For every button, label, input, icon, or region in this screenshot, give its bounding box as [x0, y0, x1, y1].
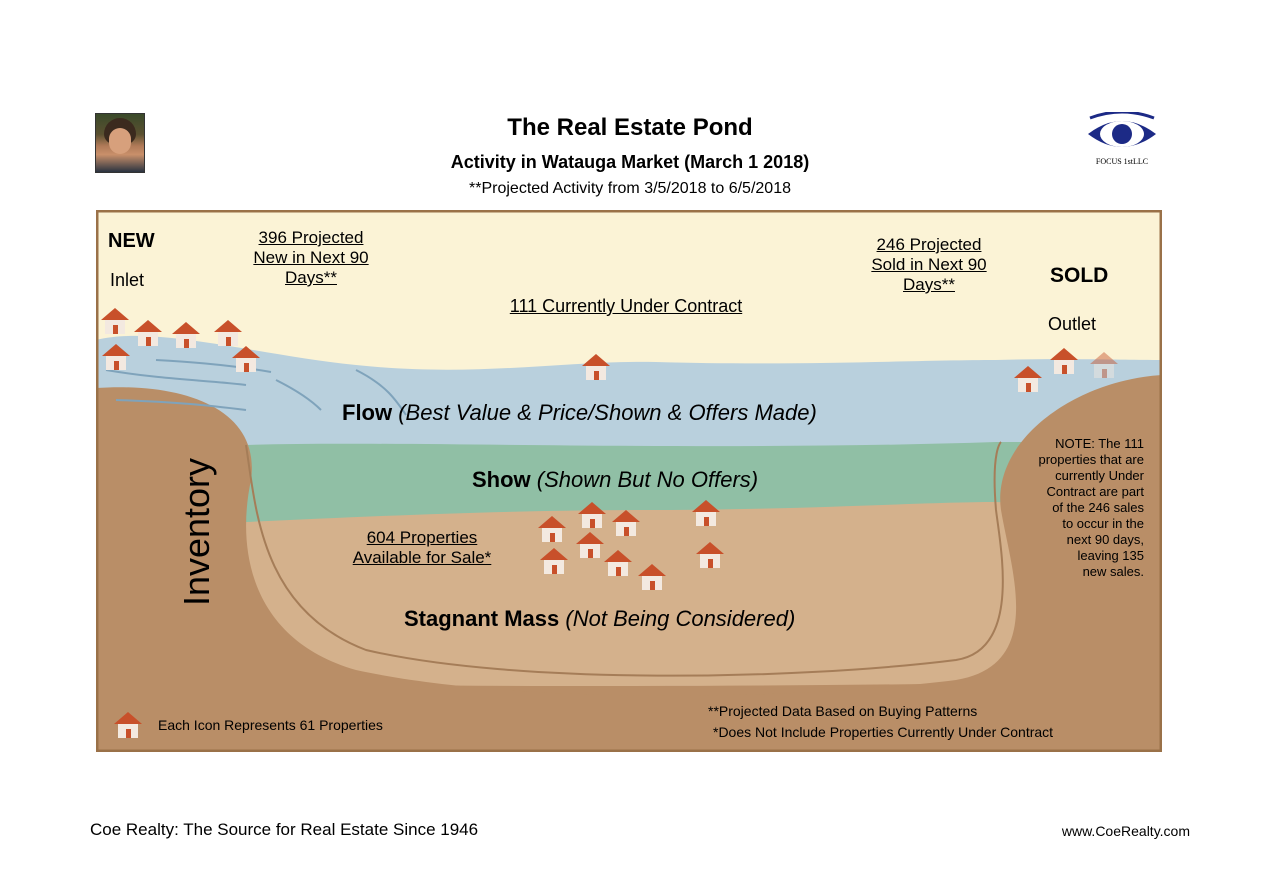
- projected-new-line1: 396 Projected: [258, 228, 364, 247]
- note-line: of the 246 sales: [1052, 500, 1144, 515]
- available-line2: Available for Sale*: [352, 548, 492, 567]
- note-line: currently Under: [1055, 468, 1144, 483]
- note-line: leaving 135: [1077, 548, 1145, 563]
- projected-new-line3: Days**: [285, 268, 337, 287]
- footnote-under-contract: *Does Not Include Properties Currently U…: [713, 724, 1054, 740]
- projected-sold-line3: Days**: [903, 275, 955, 294]
- note-line: NOTE: The 111: [1055, 436, 1144, 451]
- note-line: Contract are part: [1046, 484, 1144, 499]
- under-contract-note: NOTE: The 111 properties that are curren…: [996, 436, 1144, 580]
- stagnant-layer-label: Stagnant Mass (Not Being Considered): [404, 606, 795, 632]
- footnote-projected: **Projected Data Based on Buying Pattern…: [708, 703, 978, 719]
- logo-text: FOCUS 1stLLC: [1095, 157, 1149, 166]
- projected-sold-line1: 246 Projected: [876, 235, 982, 254]
- projected-new-line2: New in Next 90: [253, 248, 369, 267]
- footer-website: www.CoeRealty.com: [1061, 823, 1190, 839]
- note-line: new sales.: [1082, 564, 1144, 579]
- projected-new-text: 396 Projected New in Next 90 Days**: [236, 228, 386, 288]
- note-line: next 90 days,: [1066, 532, 1144, 547]
- flow-layer-label: Flow (Best Value & Price/Shown & Offers …: [342, 400, 817, 426]
- show-label: Show: [472, 467, 531, 492]
- show-description: (Shown But No Offers): [536, 467, 759, 492]
- legend-text: Each Icon Represents 61 Properties: [158, 717, 383, 733]
- page-subtitle: Activity in Watauga Market (March 1 2018…: [450, 152, 810, 172]
- new-label: NEW: [108, 230, 155, 252]
- photo-face: [109, 128, 131, 154]
- stagnant-description: (Not Being Considered): [565, 606, 796, 631]
- agent-photo: [95, 113, 145, 173]
- pond-diagram: NEW Inlet 396 Projected New in Next 90 D…: [96, 210, 1162, 752]
- note-line: properties that are: [1038, 452, 1144, 467]
- projected-sold-line2: Sold in Next 90: [871, 255, 987, 274]
- inlet-label: Inlet: [110, 270, 145, 290]
- note-line: to occur in the: [1062, 516, 1144, 531]
- projected-sold-text: 246 Projected Sold in Next 90 Days**: [854, 235, 1004, 295]
- footer-tagline: Coe Realty: The Source for Real Estate S…: [90, 820, 479, 839]
- focus-eye-logo-icon: [1088, 112, 1156, 147]
- flow-label: Flow: [342, 400, 393, 425]
- stagnant-label: Stagnant Mass: [404, 606, 560, 631]
- page-title: The Real Estate Pond: [507, 114, 753, 141]
- pond-illustration: [96, 210, 1162, 752]
- available-line1: 604 Properties: [366, 528, 478, 547]
- house-icon-group: [101, 308, 1118, 738]
- outlet-label: Outlet: [1048, 314, 1097, 334]
- sold-label: SOLD: [1050, 264, 1109, 287]
- inventory-label: Inventory: [176, 457, 217, 607]
- projection-period-note: **Projected Activity from 3/5/2018 to 6/…: [469, 180, 791, 197]
- flow-description: (Best Value & Price/Shown & Offers Made): [398, 400, 817, 425]
- under-contract-label: 111 Currently Under Contract: [509, 296, 743, 316]
- available-for-sale-text: 604 Properties Available for Sale*: [334, 528, 510, 568]
- show-layer-label: Show (Shown But No Offers): [472, 467, 758, 493]
